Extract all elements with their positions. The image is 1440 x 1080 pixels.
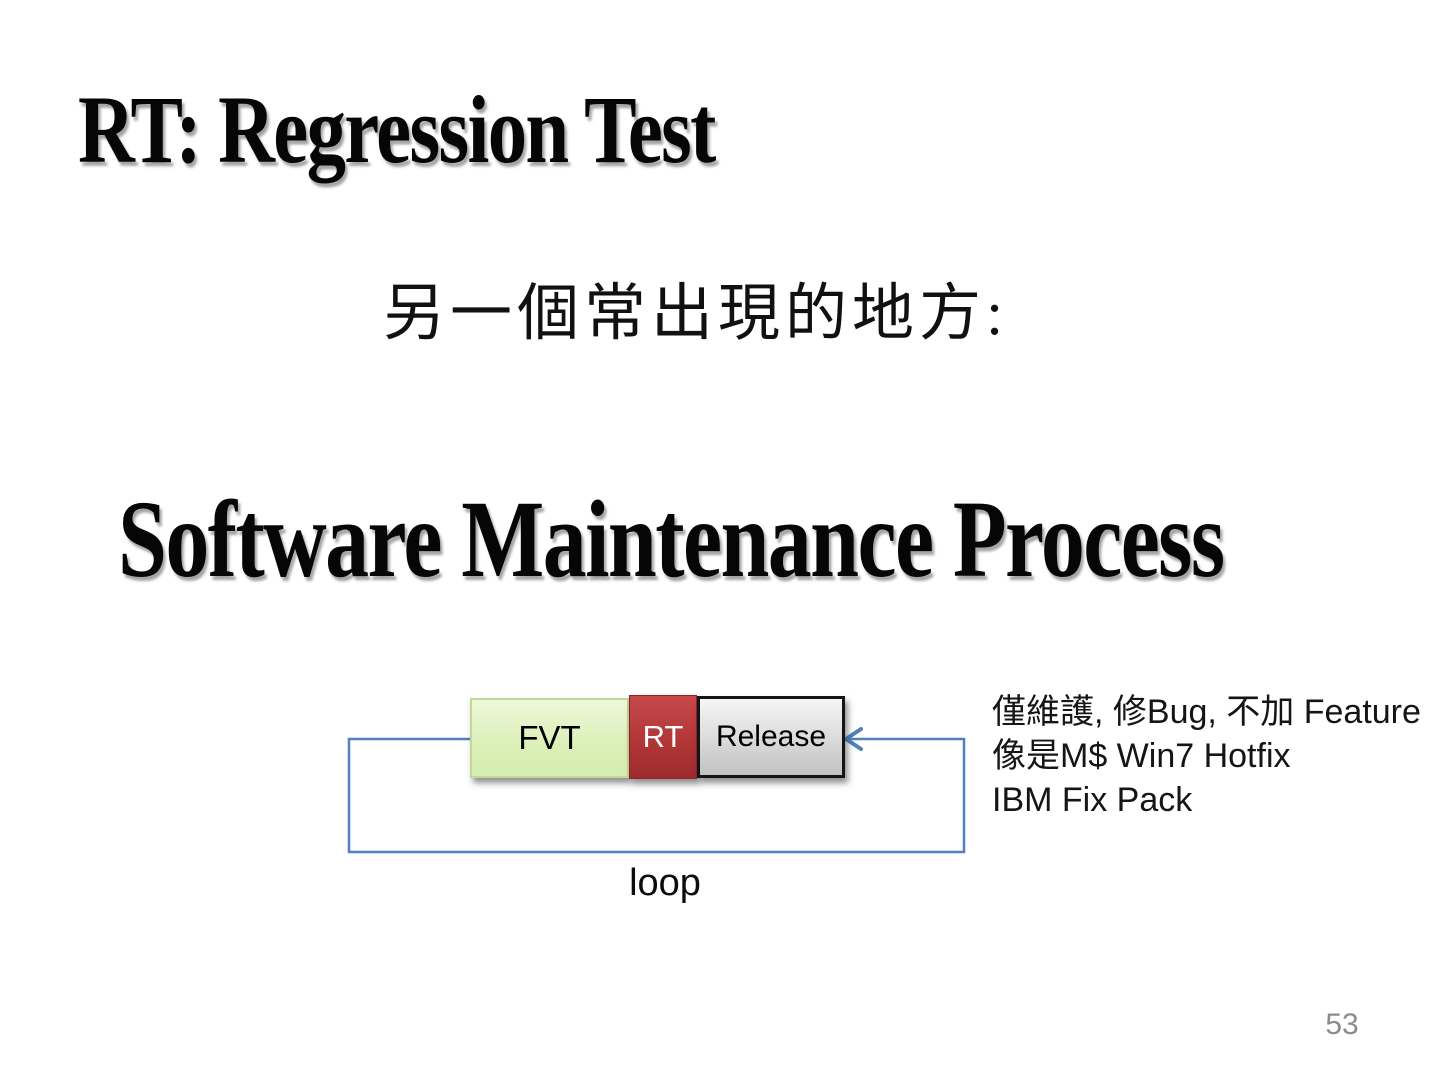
annotation-line-1: 僅維護, 修Bug, 不加 Feature <box>992 693 1421 731</box>
box-rt-label: RT <box>642 719 684 754</box>
box-fvt-label: FVT <box>518 719 581 756</box>
diagram-box-release: Release <box>697 696 845 778</box>
diagram-box-fvt: FVT <box>470 698 629 778</box>
annotation-block: 僅維護, 修Bug, 不加 Feature 像是M$ Win7 Hotfix I… <box>992 690 1440 822</box>
box-release-label: Release <box>715 720 827 753</box>
loop-arrow-connector <box>347 727 966 854</box>
subtitle-chinese: 另一個常出現的地方: <box>383 280 1009 348</box>
left-arrowhead-icon <box>844 727 863 751</box>
page-number: 53 <box>1325 1008 1359 1041</box>
annotation-line-2: 像是M$ Win7 Hotfix <box>992 737 1291 775</box>
loop-path <box>347 737 966 854</box>
loop-label: loop <box>629 862 701 904</box>
diagram-box-rt: RT <box>629 695 697 779</box>
slide-title: RT: Regression Test <box>78 76 716 183</box>
main-heading: Software Maintenance Process <box>118 478 1225 600</box>
annotation-line-3: IBM Fix Pack <box>992 781 1193 819</box>
